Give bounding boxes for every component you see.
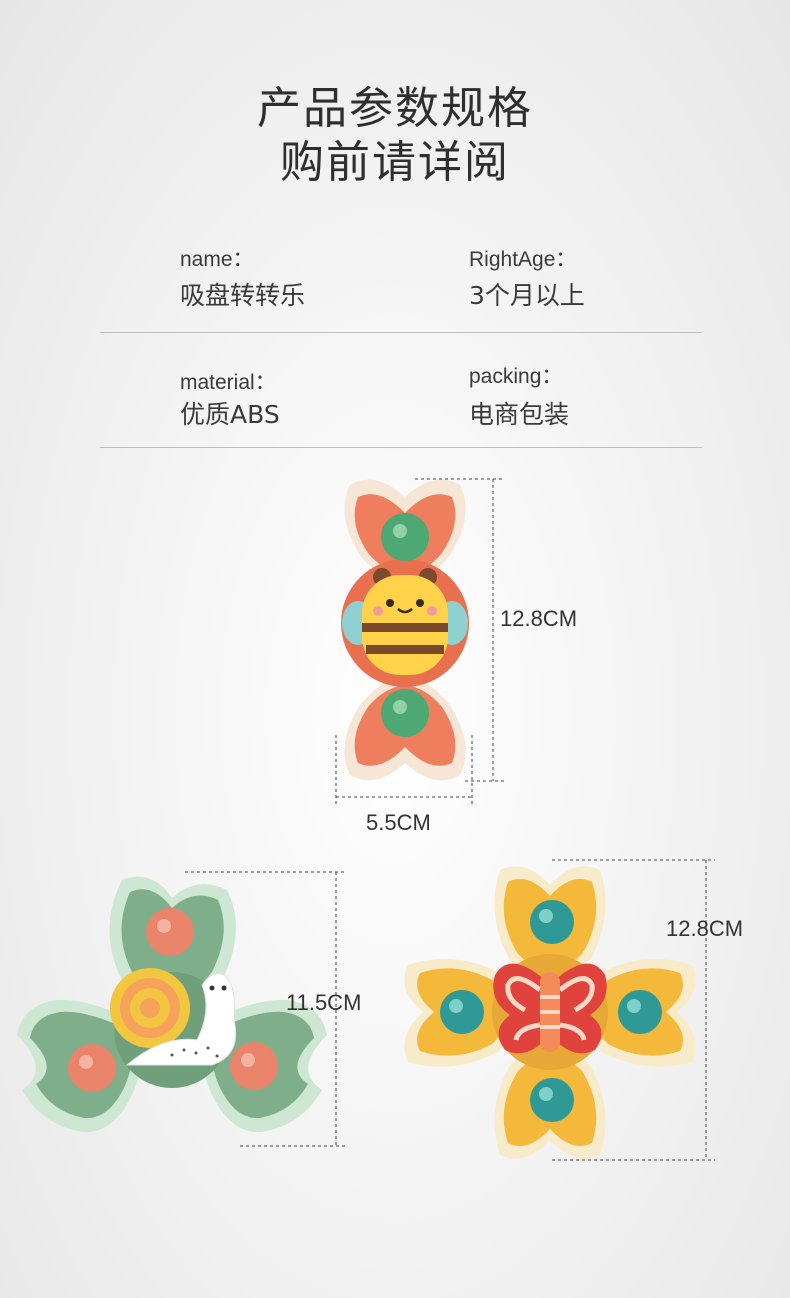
packing-label: packing： <box>469 365 563 388</box>
page-title-line1: 产品参数规格 <box>257 83 533 134</box>
bee-width-label: 5.5CM <box>366 810 431 835</box>
page-title-line2: 购前请详阅 <box>280 137 510 188</box>
packing-value: 电商包装 <box>469 400 570 429</box>
butterfly-spinner-image <box>404 866 696 1159</box>
name-label: name： <box>180 248 254 271</box>
bee-height-label: 12.8CM <box>500 606 578 631</box>
age-value: 3个月以上 <box>469 281 585 310</box>
spec-divider-1 <box>100 332 702 333</box>
material-value: 优质ABS <box>180 400 280 429</box>
snail-spinner-image <box>17 876 327 1133</box>
material-label: material： <box>180 371 276 394</box>
spec-divider-2 <box>100 447 702 448</box>
butterfly-height-label: 12.8CM <box>666 916 744 941</box>
snail-height-label: 11.5CM <box>286 990 362 1015</box>
name-value: 吸盘转转乐 <box>180 281 306 310</box>
age-label: RightAge： <box>469 248 577 271</box>
bee-spinner-image <box>341 479 469 781</box>
